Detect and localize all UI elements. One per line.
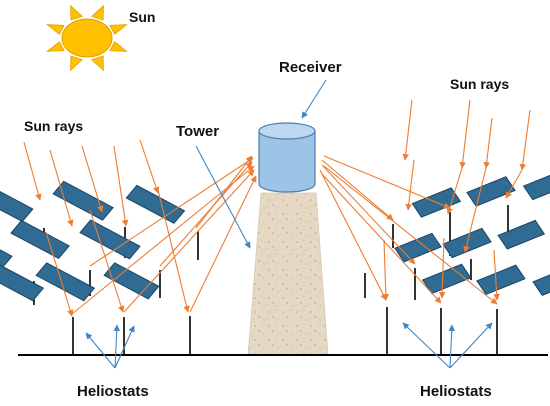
callout-arrow [402,322,451,369]
heliostat-panel [35,262,96,302]
heliostats-label-left: Heliostats [77,383,149,400]
heliostat-mirror-icon [0,262,74,355]
heliostat-mirror-icon [507,169,550,234]
heliostat-panel [421,263,472,295]
reflected-ray-arrow [123,169,255,313]
sun-spike [91,55,104,72]
reflected-ray-arrow [321,173,442,304]
callout-arrow [448,324,456,369]
reflected-ray-arrow [71,165,255,315]
heliostat-panel [466,176,516,207]
reflected-ray-arrow [89,157,254,267]
callout-arrow [301,79,327,119]
incident-ray-arrow [382,239,390,301]
heliostat-panel [79,219,141,260]
heliostat-panel [522,169,550,201]
heliostat-panel [10,219,70,260]
sun-spike [46,41,65,52]
heliostats-label-right: Heliostats [420,383,492,400]
reflected-ray-arrow [321,164,416,265]
sun-rays-label-left: Sun rays [24,118,84,134]
callout-arrow [85,332,116,369]
heliostat-mirror-icon [79,219,161,298]
incident-ray-arrow [505,169,523,199]
incident-ray-arrow [493,249,500,301]
incident-ray-arrow [463,167,487,253]
reflected-ray-arrow [319,169,387,301]
heliostat-mirror-icon [386,263,472,355]
heliostat-mirror-icon [470,219,546,280]
sun-ray-group [23,99,531,317]
receiver-label: Receiver [279,59,342,76]
sun-spike [70,55,83,72]
incident-ray-arrow [438,237,446,299]
reflected-ray-arrow [323,155,451,209]
heliostat-panel [476,264,526,296]
heliostat-panel [497,219,546,250]
callout-arrow-group [85,79,493,369]
incident-ray-arrow [483,117,493,169]
incident-ray-arrow [49,149,74,227]
incident-ray-arrow [402,99,413,161]
incident-ray-arrow [459,99,471,169]
incident-ray-arrow [113,145,129,227]
incident-ray-arrow [405,159,415,211]
heliostat-panel [125,184,186,224]
heliostat-mirror-icon [103,262,191,355]
incident-ray-arrow [81,145,104,213]
heliostat-panel [0,262,45,302]
tower [247,192,329,356]
sun-spike [46,24,65,35]
reflected-ray-arrow [189,175,257,313]
sun-spike [70,4,83,21]
reflected-ray-arrow [323,165,498,305]
incident-ray-arrow [23,141,42,201]
callout-arrow [449,322,493,369]
callout-arrow [114,325,135,369]
sun-rays-label-right: Sun rays [450,76,510,92]
sun-spike [91,4,104,21]
sun-icon [46,4,128,72]
callout-arrow [113,324,121,369]
heliostat-panel [0,181,34,223]
sun-label: Sun [129,9,156,25]
incident-ray-arrow [89,209,125,313]
incident-ray-arrow [45,231,74,317]
heliostat-mirror-icon [125,184,199,260]
heliostat-panel [0,229,13,270]
sun-spike [109,41,128,52]
receiver-cylinder [258,122,316,193]
incident-ray-arrow [139,139,160,194]
heliostat-panel [52,180,114,221]
callout-arrow [195,145,251,249]
heliostat-mirror-icon [440,264,526,355]
heliostat-mirror-icon [496,265,550,355]
reflected-ray-arrow [195,155,253,229]
heliostat-panel [394,232,442,263]
reflected-ray-arrow [321,159,394,221]
incident-ray-arrow [519,109,531,171]
sun-spike [109,24,128,35]
reflected-ray-arrow [159,161,253,267]
heliostat-panel [532,265,550,296]
tower-label: Tower [176,123,220,140]
